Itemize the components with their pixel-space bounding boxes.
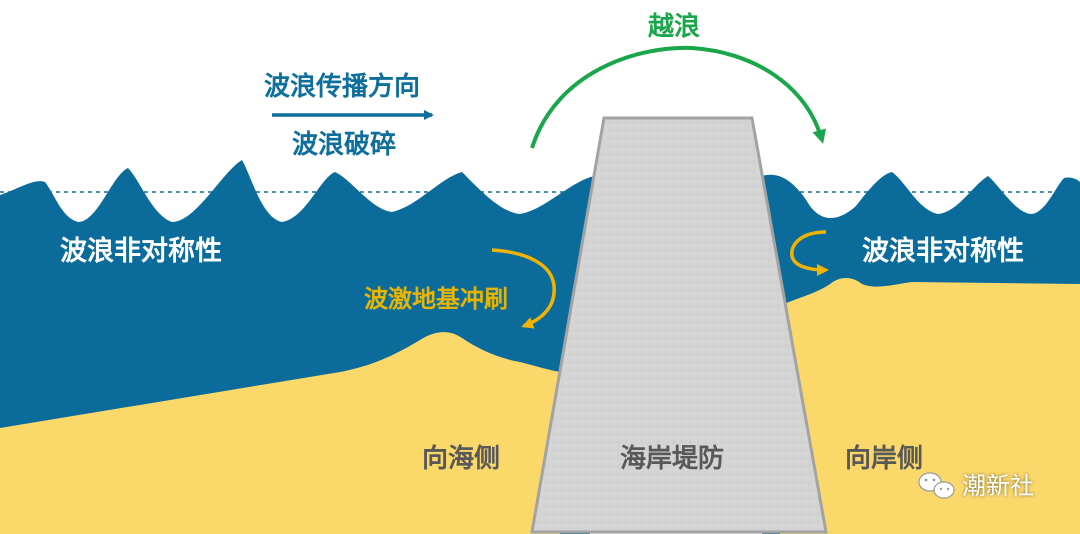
seaward-seabed — [0, 332, 560, 534]
watermark-text: 潮新社 — [962, 472, 1034, 500]
overtopping-arrow — [530, 45, 826, 149]
overtopping-label: 越浪 — [648, 12, 701, 42]
dike-body — [530, 116, 828, 534]
structure-label: 海岸堤防 — [620, 444, 725, 474]
scour-arrow — [491, 248, 556, 329]
landward-ground — [780, 278, 1080, 534]
asymmetry-left-label: 波浪非对称性 — [60, 236, 222, 267]
wechat-icon — [918, 472, 955, 499]
landward-eddy-arrow — [790, 230, 829, 276]
landward-label: 向岸侧 — [845, 444, 924, 474]
propagation-label: 波浪传播方向 — [264, 72, 421, 102]
seaward-label: 向海侧 — [422, 444, 501, 474]
asymmetry-right-label: 波浪非对称性 — [862, 236, 1024, 267]
breaking-label: 波浪破碎 — [292, 130, 397, 160]
scour-label: 波激地基冲刷 — [364, 285, 508, 313]
